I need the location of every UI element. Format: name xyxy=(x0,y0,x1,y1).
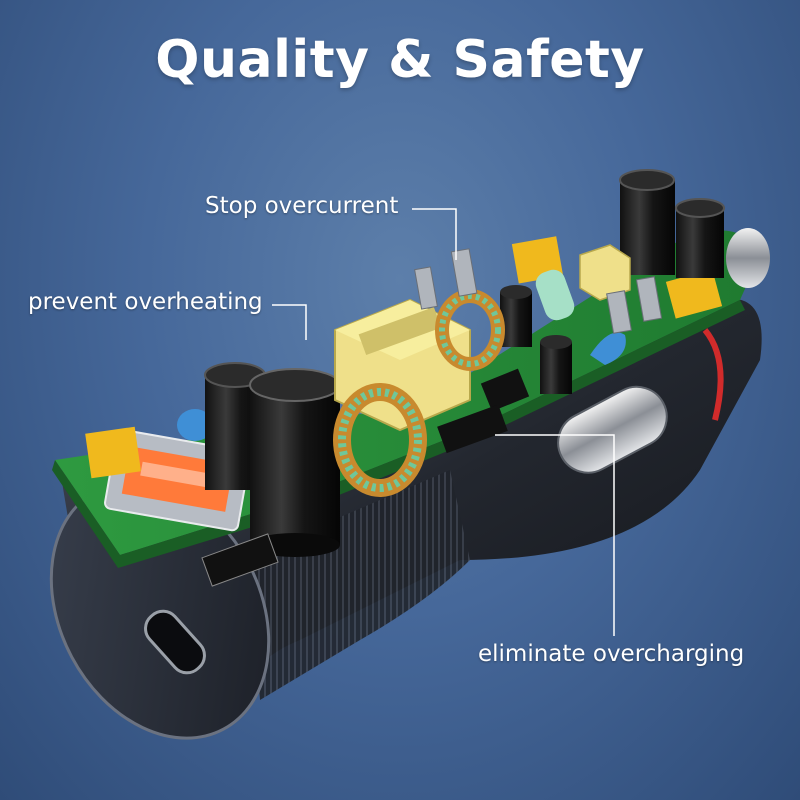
charger-tip xyxy=(726,228,770,288)
callout-prevent-overheating: prevent overheating xyxy=(28,289,263,315)
electrolytic-capacitor xyxy=(540,335,572,394)
electrolytic-capacitor xyxy=(675,198,725,278)
metal-pins xyxy=(414,248,663,334)
transformer xyxy=(579,244,631,301)
electrolytic-capacitor xyxy=(619,169,675,275)
smd-component xyxy=(665,269,723,319)
electrolytic-capacitor xyxy=(249,368,341,557)
usb-c-port xyxy=(144,609,206,675)
chrome-button xyxy=(557,385,668,474)
ic-chip xyxy=(201,533,279,587)
ic-chip xyxy=(437,404,508,454)
ceramic-capacitor xyxy=(177,409,213,441)
callout-leader-lines xyxy=(272,208,615,636)
ceramic-capacitor xyxy=(590,332,626,365)
toroid-inductor xyxy=(333,383,427,497)
callout-stop-overcurrent: Stop overcurrent xyxy=(205,193,399,219)
ic-chip xyxy=(480,368,530,412)
electrolytic-capacitor xyxy=(500,285,532,347)
smd-component xyxy=(85,426,141,479)
toroid-inductor xyxy=(435,289,505,371)
page-title: Quality & Safety xyxy=(155,30,645,90)
callout-eliminate-overcharging: eliminate overcharging xyxy=(478,641,745,667)
resistor xyxy=(535,269,575,321)
